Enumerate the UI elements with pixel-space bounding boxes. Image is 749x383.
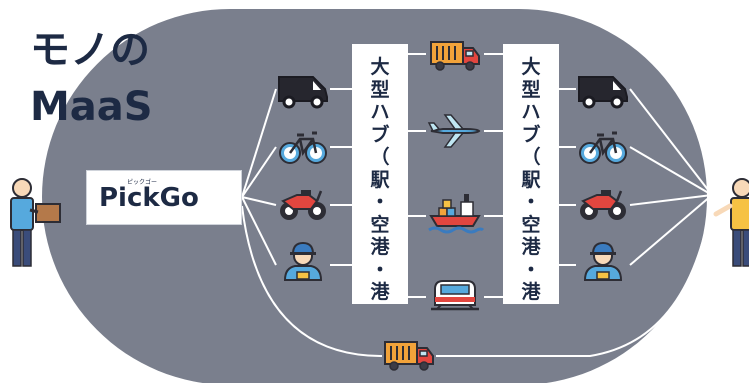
title-line-1: モノの [30, 27, 150, 73]
hub-label-left: 大型ハブ（駅・空港・港 [370, 56, 390, 303]
train-icon [429, 279, 481, 311]
receiver-person-icon [716, 179, 749, 266]
brand-ruby: ピックゴー [127, 179, 158, 186]
hub-label-right: 大型ハブ（駅・空港・港 [521, 56, 541, 303]
hub-box-right: 大型ハブ（駅・空港・港 [503, 44, 559, 304]
brand-name: PickGo [99, 183, 199, 213]
title-line-2: MaaS [30, 84, 153, 130]
pickgo-logo: ピックゴー PickGo [86, 170, 242, 225]
hub-box-left: 大型ハブ（駅・空港・港 [352, 44, 408, 304]
route-lines [241, 53, 713, 357]
